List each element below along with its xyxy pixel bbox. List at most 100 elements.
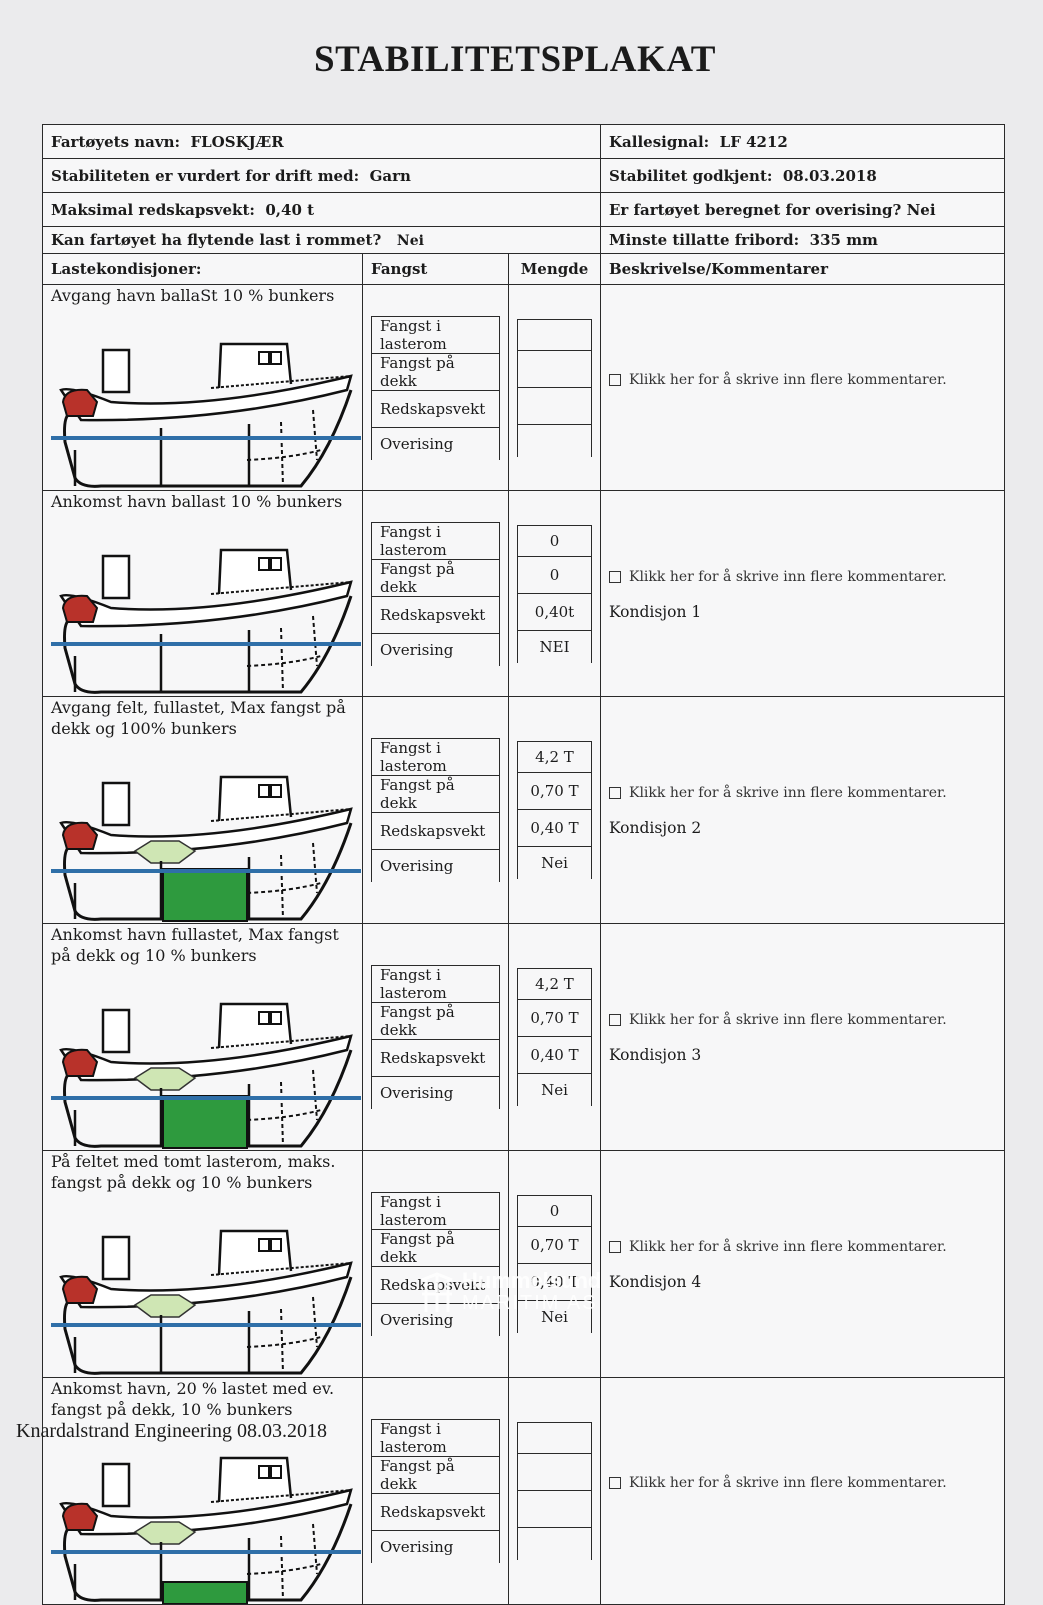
vessel-diagram	[51, 1002, 361, 1149]
icing-cell: Er fartøyet beregnet for overising? Nei	[600, 192, 1005, 227]
comment-placeholder[interactable]: Klikk her for å skrive inn flere komment…	[629, 1239, 947, 1255]
comment-checkbox[interactable]	[609, 1241, 621, 1253]
vessel-diagram	[51, 342, 361, 488]
condition-cell: Ankomst havn fullastet, Max fangst på de…	[42, 923, 363, 1151]
approved-date: 08.03.2018	[782, 166, 877, 185]
catch-label: Overising	[371, 1076, 500, 1109]
catch-amount: 4,2 T	[517, 741, 592, 773]
col-condition-header: Lastekondisjoner:	[42, 253, 363, 285]
catch-label: Fangst på dekk	[371, 1456, 500, 1494]
condition-comment: Kondisjon 4	[609, 1273, 702, 1291]
catch-label: Redskapsvekt	[371, 1493, 500, 1531]
catch-amount: 4,2 T	[517, 968, 592, 1000]
catch-amount: 0	[517, 524, 592, 557]
catch-label: Fangst i lasterom	[371, 1192, 500, 1230]
comment-cell[interactable]: Klikk her for å skrive inn flere komment…	[600, 284, 1005, 491]
catch-amount: 0,40t	[517, 592, 592, 631]
callsign: LF 4212	[719, 132, 788, 151]
comment-checkbox[interactable]	[609, 787, 621, 799]
condition-label: På feltet med tomt lasterom, maks. fangs…	[51, 1152, 336, 1192]
catch-label: Overising	[371, 1530, 500, 1563]
deck-catch	[133, 840, 197, 864]
catch-amount	[517, 318, 592, 351]
comment-placeholder[interactable]: Klikk her for å skrive inn flere komment…	[629, 568, 947, 585]
comment-checkbox[interactable]	[609, 1477, 621, 1489]
catch-amount	[517, 1527, 592, 1560]
catch-label: Redskapsvekt	[371, 389, 500, 428]
catch-label: Fangst på dekk	[371, 352, 500, 391]
freeboard-value: 335 mm	[809, 231, 878, 249]
icing-value: Nei	[906, 200, 936, 219]
catch-amount: NEI	[517, 629, 592, 663]
condition-cell: Avgang havn ballaSt 10 % bunkers	[42, 284, 363, 491]
condition-cell: Avgang felt, fullastet, Max fangst på de…	[42, 696, 363, 924]
condition-cell: Ankomst havn ballast 10 % bunkers	[42, 490, 363, 697]
condition-cell: Ankomst havn, 20 % lastet med ev. fangst…	[42, 1377, 363, 1605]
catch-amount: 0	[517, 1195, 592, 1227]
operation-cell: Stabiliteten er vurdert for drift med: G…	[42, 158, 601, 193]
catch-label: Fangst på dekk	[371, 1002, 500, 1040]
watermark-line2: MARITIM AS	[462, 1292, 598, 1314]
catch-label: Redskapsvekt	[371, 1039, 500, 1077]
catch-label: Redskapsvekt	[371, 812, 500, 850]
catch-amount	[517, 1453, 592, 1491]
catch-label: Redskapsvekt	[371, 595, 500, 634]
catch-amount: 0,70 T	[517, 999, 592, 1037]
comment-checkbox[interactable]	[609, 373, 621, 386]
catch-amount: 0	[517, 555, 592, 594]
vessel-diagram	[51, 1456, 361, 1604]
catch-amount: Nei	[517, 1073, 592, 1106]
hold-catch	[162, 1095, 248, 1149]
condition-label: Ankomst havn, 20 % lastet med ev. fangst…	[51, 1379, 335, 1419]
catch-label: Overising	[371, 1303, 500, 1336]
comment-cell[interactable]: Klikk her for å skrive inn flere komment…	[600, 1150, 1005, 1378]
col-comment-header: Beskrivelse/Kommentarer	[600, 253, 1005, 285]
catch-amount	[517, 423, 592, 457]
comment-checkbox[interactable]	[609, 1014, 621, 1026]
vessel-diagram	[51, 775, 361, 922]
catch-label: Fangst i lasterom	[371, 738, 500, 776]
catch-amount: Nei	[517, 1300, 592, 1333]
comment-placeholder[interactable]: Klikk her for å skrive inn flere komment…	[629, 371, 947, 388]
comment-cell[interactable]: Klikk her for å skrive inn flere komment…	[600, 1377, 1005, 1605]
callsign-cell: Kallesignal: LF 4212	[600, 124, 1005, 159]
catch-label: Overising	[371, 849, 500, 882]
liquid-cargo-value: Nei	[396, 233, 424, 249]
deck-catch	[133, 1294, 197, 1318]
vessel-name: FLOSKJÆR	[190, 132, 284, 151]
vessel-diagram	[51, 1229, 361, 1375]
stability-table: Fartøyets navn: FLOSKJÆR Kallesignal: LF…	[42, 124, 1005, 1605]
catch-amount	[517, 349, 592, 388]
col-catch-header: Fangst	[362, 253, 509, 285]
deck-catch	[133, 1067, 197, 1091]
catch-amount: Nei	[517, 846, 592, 879]
condition-label: Ankomst havn fullastet, Max fangst på de…	[51, 925, 339, 965]
catch-label: Fangst i lasterom	[371, 315, 500, 354]
condition-label: Ankomst havn ballast 10 % bunkers	[51, 492, 343, 511]
condition-row: Ankomst havn ballast 10 % bunkers Fangst…	[42, 490, 1005, 697]
comment-placeholder[interactable]: Klikk her for å skrive inn flere komment…	[629, 1475, 947, 1491]
comment-cell[interactable]: Klikk her for å skrive inn flere komment…	[600, 696, 1005, 924]
catch-label: Overising	[371, 632, 500, 666]
comment-cell[interactable]: Klikk her for å skrive inn flere komment…	[600, 923, 1005, 1151]
comment-checkbox[interactable]	[609, 570, 621, 583]
catch-label: Fangst i lasterom	[371, 521, 500, 560]
col-amount-header: Mengde	[508, 253, 601, 285]
comment-placeholder[interactable]: Klikk her for å skrive inn flere komment…	[629, 785, 947, 801]
catch-label: Fangst i lasterom	[371, 965, 500, 1003]
approved-cell: Stabilitet godkjent: 08.03.2018	[600, 158, 1005, 193]
comment-cell[interactable]: Klikk her for å skrive inn flere komment…	[600, 490, 1005, 697]
condition-comment: Kondisjon 2	[609, 819, 702, 837]
watermark-logo: Hummelsund MARITIM AS	[418, 1268, 601, 1315]
comment-placeholder[interactable]: Klikk her for å skrive inn flere komment…	[629, 1012, 947, 1028]
catch-amount	[517, 386, 592, 425]
catch-label: Fangst på dekk	[371, 558, 500, 597]
page-title: STABILITETSPLAKAT	[314, 39, 716, 80]
